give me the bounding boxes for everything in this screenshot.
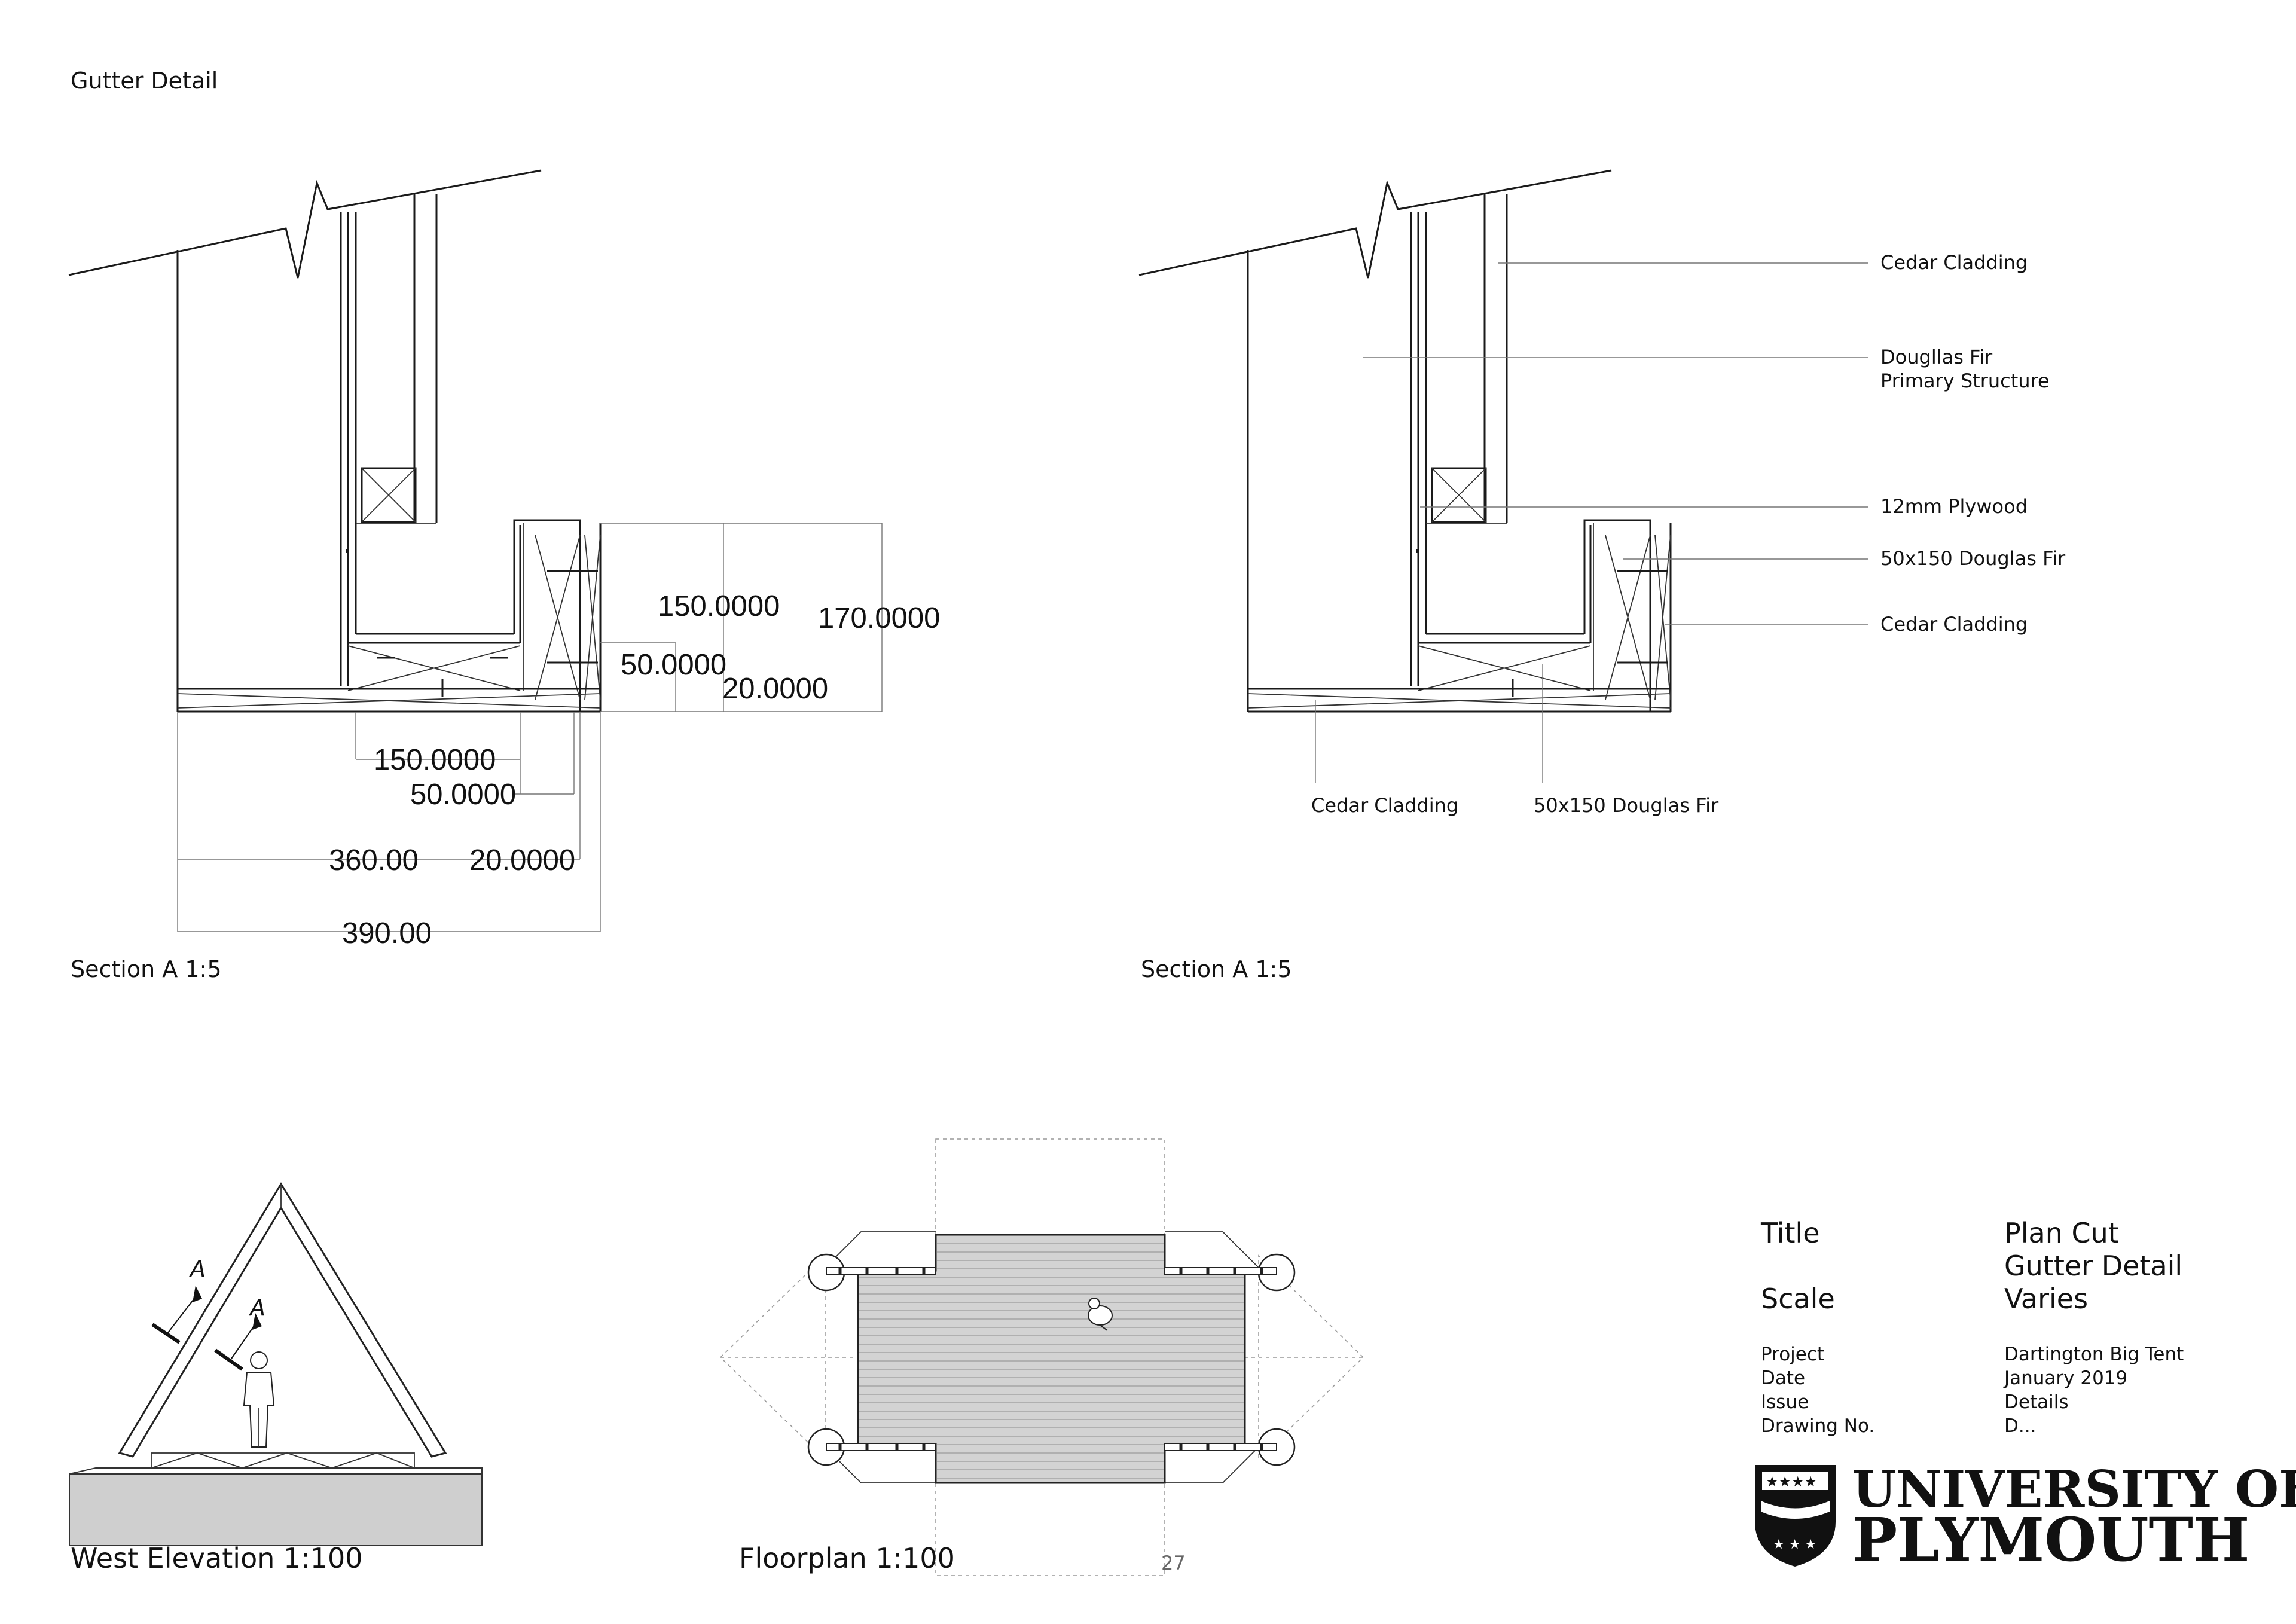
- tb-scale-label: Scale: [1761, 1283, 1835, 1315]
- tb-drawing-value: D...: [2004, 1415, 2036, 1437]
- section-right-labels: Cedar Cladding Dougllas Fir Primary Stru…: [1311, 251, 2066, 817]
- crest-icon: ★★★★ ★ ★ ★: [1755, 1465, 1836, 1567]
- page-number: 27: [1161, 1552, 1186, 1574]
- section-right-caption: Section A 1:5: [1141, 956, 1292, 982]
- section-left-drawing: [68, 169, 883, 932]
- elevation-marker-a-2: A: [248, 1295, 265, 1321]
- label-cedar-cladding-mid: Cedar Cladding: [1880, 613, 2028, 636]
- logo-line-1: UNIVERSITY OF: [1852, 1460, 2296, 1519]
- dim-170: 170.0000: [818, 602, 940, 634]
- label-50x150-right: 50x150 Douglas Fir: [1880, 547, 2066, 570]
- tb-issue-value: Details: [2004, 1391, 2068, 1413]
- university-logo: ★★★★ ★ ★ ★ UNIVERSITY OF PLYMOUTH: [1755, 1460, 2296, 1575]
- dim-360: 360.00: [329, 844, 419, 877]
- tb-scale-value: Varies: [2004, 1283, 2088, 1315]
- tb-project-value: Dartington Big Tent: [2004, 1344, 2184, 1365]
- tb-date-label: Date: [1761, 1367, 1805, 1389]
- tb-date-value: January 2019: [2003, 1367, 2127, 1389]
- logo-line-2: PLYMOUTH: [1852, 1504, 2249, 1575]
- dim-150-upper: 150.0000: [658, 590, 780, 622]
- tb-issue-label: Issue: [1761, 1391, 1809, 1413]
- label-cedar-cladding-bottom: Cedar Cladding: [1311, 794, 1458, 817]
- dim-20-upper: 20.0000: [722, 673, 828, 705]
- label-plywood: 12mm Plywood: [1880, 495, 2028, 518]
- label-cedar-cladding-top: Cedar Cladding: [1880, 251, 2028, 274]
- section-left-caption: Section A 1:5: [71, 956, 222, 982]
- label-primary-structure: Primary Structure: [1880, 370, 2050, 392]
- west-elevation-caption: West Elevation 1:100: [71, 1542, 363, 1574]
- sheet-heading: Gutter Detail: [71, 68, 218, 94]
- svg-text:★★★★: ★★★★: [1766, 1473, 1817, 1490]
- tb-title-value-1: Plan Cut: [2004, 1217, 2119, 1249]
- dim-390: 390.00: [342, 917, 432, 950]
- label-douglas-fir: Dougllas Fir: [1880, 346, 1993, 368]
- dim-150-lower: 150.0000: [374, 744, 496, 776]
- label-50x150-bottom: 50x150 Douglas Fir: [1534, 794, 1719, 817]
- dim-20-lower: 20.0000: [469, 844, 575, 877]
- floorplan-drawing: [719, 1138, 1364, 1576]
- elevation-marker-a-1: A: [188, 1256, 206, 1282]
- tb-title-label: Title: [1760, 1217, 1820, 1249]
- svg-text:★ ★ ★: ★ ★ ★: [1773, 1537, 1816, 1552]
- tb-drawing-label: Drawing No.: [1761, 1415, 1874, 1437]
- dim-50-lower: 50.0000: [410, 779, 516, 811]
- west-elevation-drawing: A A: [69, 1182, 483, 1546]
- section-left-dimensions: 150.0000 170.0000 50.0000 20.0000 150.00…: [329, 590, 940, 950]
- tb-project-label: Project: [1761, 1344, 1824, 1365]
- dim-50-upper: 50.0000: [621, 649, 726, 681]
- title-block: Title Plan Cut Gutter Detail Scale Varie…: [1760, 1217, 2184, 1437]
- section-right-drawing: [1138, 169, 1868, 783]
- tb-title-value-2: Gutter Detail: [2004, 1250, 2182, 1282]
- floorplan-caption: Floorplan 1:100: [739, 1542, 955, 1574]
